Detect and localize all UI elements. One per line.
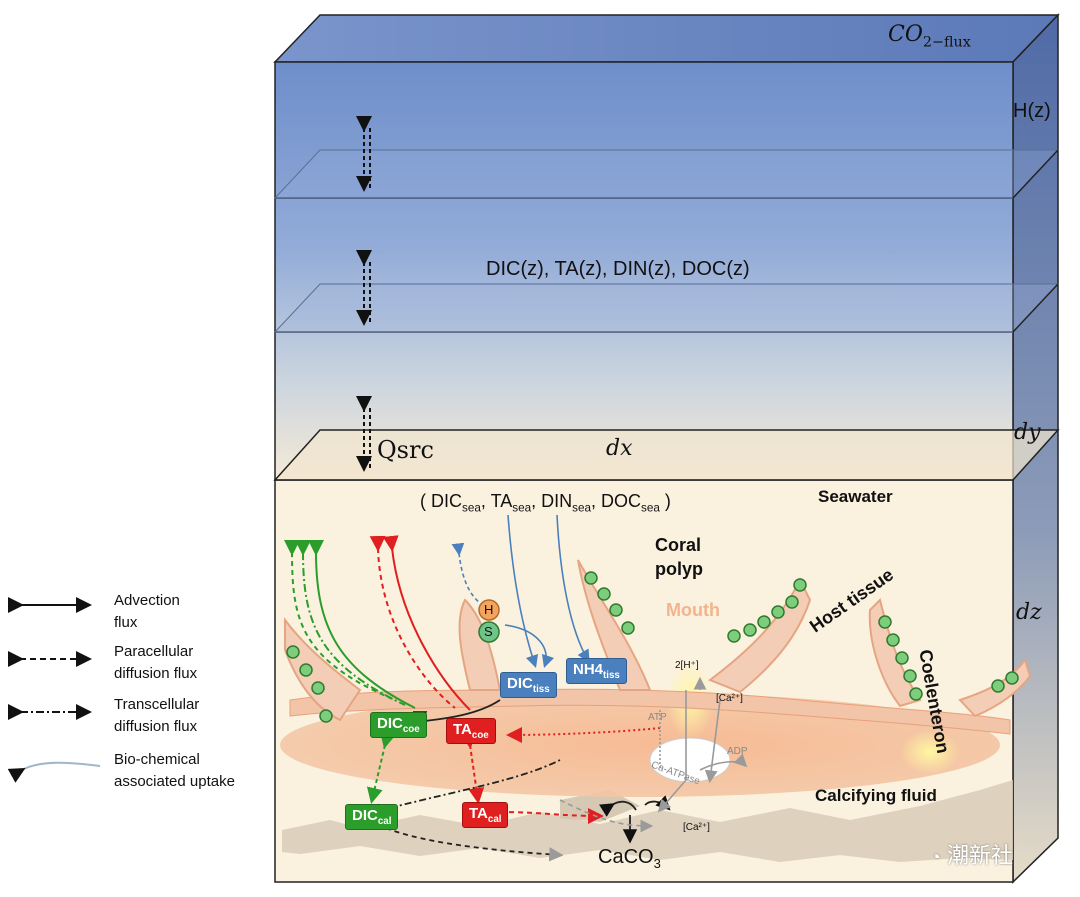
- state-variables-label: DIC(z), TA(z), DIN(z), DOC(z): [486, 258, 750, 280]
- atp-label: ATP: [648, 712, 667, 723]
- watermark-text: 潮新社: [947, 843, 1014, 868]
- dic-tiss-box: DICtiss: [500, 672, 557, 698]
- legend-biochemical-glyph: [7, 761, 101, 783]
- mouth-label: Mouth: [666, 600, 720, 620]
- grey-fluxes: [559, 676, 748, 833]
- blue-fluxes: [451, 514, 590, 669]
- bottom-plane: [273, 429, 1060, 481]
- dz-label: dz: [1016, 600, 1042, 625]
- dy-label: dy: [1014, 420, 1041, 445]
- caco3-label: CaCO3: [598, 846, 661, 871]
- ta-coe-box: TAcoe: [446, 718, 496, 744]
- h-depth-label: H(z): [1013, 100, 1051, 122]
- h-circle: [478, 599, 500, 621]
- s-circle: [478, 621, 500, 643]
- adp-label: ADP: [727, 746, 748, 757]
- green-fluxes: [283, 539, 416, 804]
- sea-variables-label: ( DICsea, TAsea, DINsea, DOCsea ): [420, 491, 671, 515]
- dx-label: dx: [606, 436, 633, 461]
- red-fluxes: [369, 535, 661, 824]
- qsrc-label: Qsrc: [377, 436, 434, 464]
- watermark: ◔ 潮新社: [930, 838, 1013, 870]
- co2-flux-label: CO2−flux: [888, 22, 971, 51]
- ca-label-lower: [Ca²⁺]: [683, 822, 710, 833]
- dic-cal-box: DICcal: [345, 804, 399, 830]
- chat-bubble-icon: ◔: [930, 847, 941, 867]
- vertical-mixing-arrows: [356, 116, 372, 472]
- legend-glyphs: [7, 597, 101, 783]
- coral-polyp-label: Coral polyp: [655, 535, 703, 579]
- h-symbol: H: [484, 602, 494, 617]
- ca-label-upper: [Ca²⁺]: [716, 693, 743, 704]
- nh4-tiss-box: NH4tiss: [566, 658, 627, 684]
- h-plus-label: 2[H⁺]: [675, 660, 699, 671]
- seawater-label: Seawater: [818, 487, 893, 506]
- dic-coe-box: DICcoe: [370, 712, 427, 738]
- s-symbol: S: [484, 624, 493, 639]
- column-front-face: [274, 61, 1014, 481]
- calcifying-fluid-label: Calcifying fluid: [815, 786, 937, 805]
- symbiont-cells: [286, 571, 1019, 723]
- ta-cal-box: TAcal: [462, 802, 509, 828]
